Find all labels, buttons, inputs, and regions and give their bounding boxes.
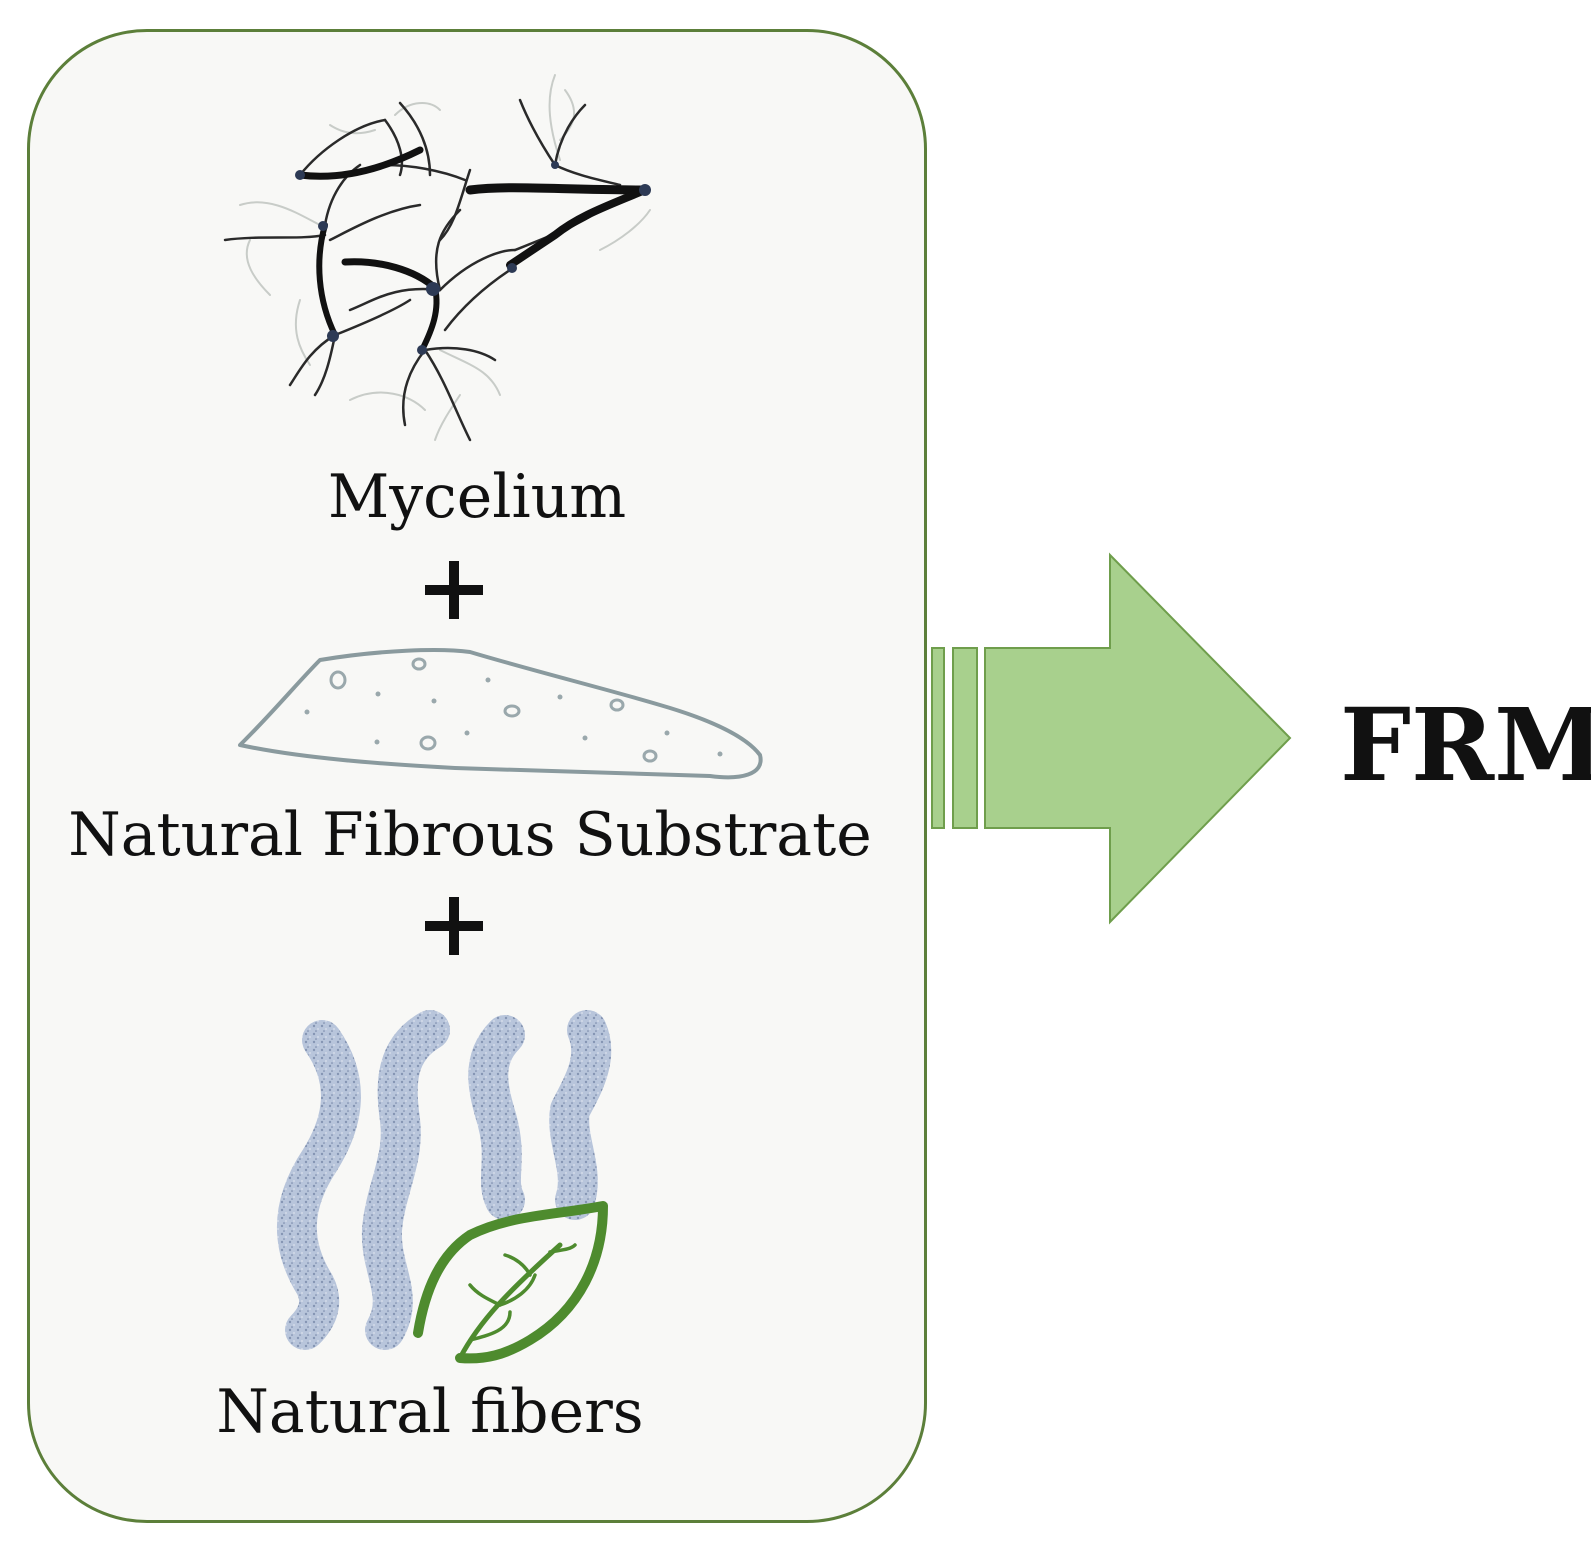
plus-sign	[425, 561, 483, 619]
result-label: FRM	[1340, 686, 1591, 804]
fibers-label: Natural fibers	[216, 1377, 644, 1447]
fibers-icon	[276, 1010, 612, 1350]
substrate-icon	[238, 648, 763, 780]
ingredients-panel	[27, 29, 927, 1523]
arrow-right-icon	[931, 552, 1292, 925]
leaf-icon	[413, 1201, 608, 1364]
substrate-label: Natural Fibrous Substrate	[68, 800, 872, 870]
mycelium-icon	[223, 74, 651, 442]
mycelium-label: Mycelium	[327, 462, 627, 532]
plus-sign	[425, 897, 483, 955]
